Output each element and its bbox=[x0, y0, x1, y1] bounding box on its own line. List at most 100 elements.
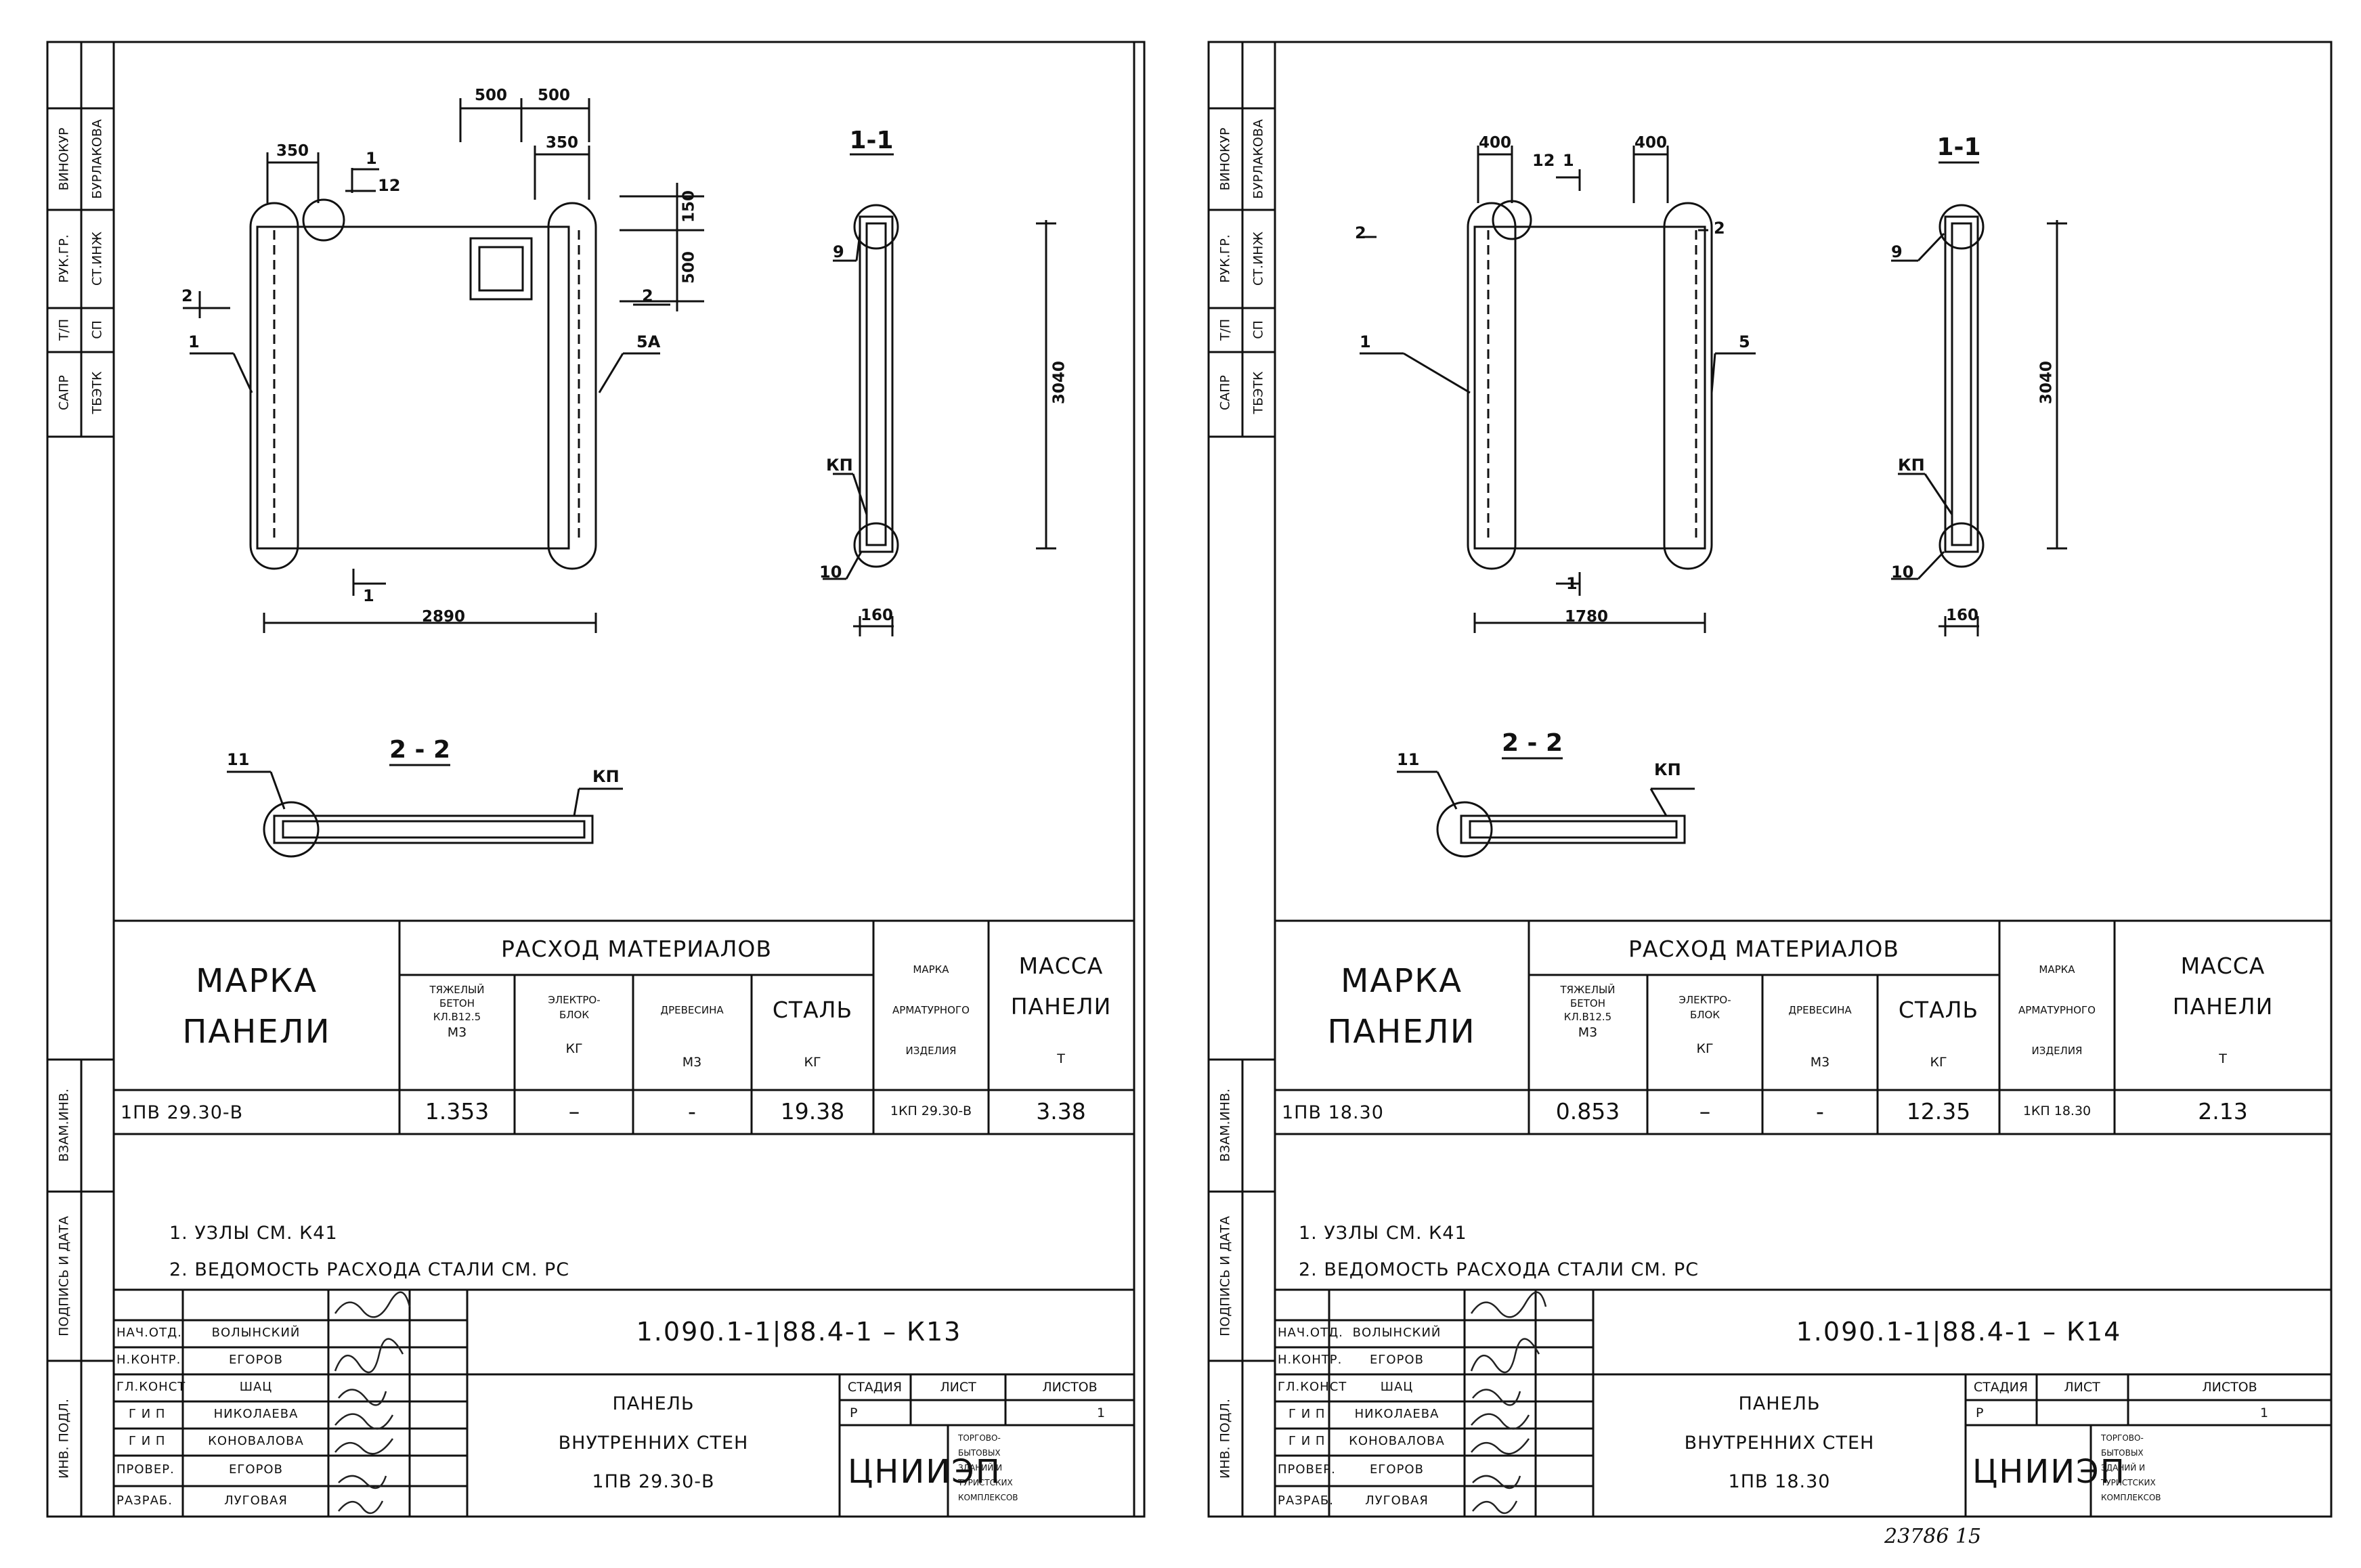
section-mark-2-right: 2 bbox=[642, 286, 653, 305]
stamp-sheets-header: ЛИСТОВ bbox=[1042, 1380, 1098, 1395]
table-cell-mass: 3.38 bbox=[1036, 1098, 1086, 1125]
staff-name: ВОЛЫНСКИЙ bbox=[1352, 1326, 1442, 1340]
section-mark-1-bottom: 1 bbox=[1566, 574, 1578, 593]
staff-role: Н.КОНТР. bbox=[1278, 1353, 1343, 1367]
table-header-materials: РАСХОД МАТЕРИАЛОВ bbox=[500, 936, 773, 962]
table-col-mass: Т bbox=[1057, 1051, 1065, 1066]
section-1-1-title: 1-1 bbox=[1936, 133, 1981, 161]
table-col-concrete: БЕТОН bbox=[1569, 997, 1606, 1009]
strip-top-cell: САПР bbox=[1217, 374, 1233, 411]
table-col-concrete: М3 bbox=[447, 1025, 467, 1040]
strip-top-cell: Т/П bbox=[56, 318, 72, 341]
dim-width: 2890 bbox=[421, 608, 466, 626]
staff-name: НИКОЛАЕВА bbox=[213, 1407, 299, 1421]
dim-right-edge: 400 bbox=[1634, 134, 1668, 152]
title-line: ВНУТРЕННИХ СТЕН bbox=[1684, 1433, 1875, 1454]
dim-height: 3040 bbox=[1050, 360, 1068, 405]
table-header-mark: ПАНЕЛИ bbox=[182, 1013, 331, 1051]
table-col-mass: МАССА bbox=[1018, 953, 1104, 979]
strip-bottom-cell: ВЗАМ.ИНВ. bbox=[56, 1088, 72, 1162]
note-1: 1. УЗЛЫ СМ. К41 bbox=[169, 1223, 338, 1244]
strip-top-cell: СП bbox=[89, 320, 105, 339]
organization-note: БЫТОВЫХ bbox=[2101, 1448, 2144, 1458]
staff-role: НАЧ.ОТД. bbox=[1278, 1326, 1343, 1340]
strip-top-cell: РУК.ГР. bbox=[1217, 234, 1233, 283]
table-cell-concrete: 1.353 bbox=[425, 1098, 490, 1125]
table-col-arm: МАРКА bbox=[2039, 963, 2075, 976]
table-col-mass: Т bbox=[2219, 1051, 2227, 1066]
strip-bottom-cell: ИНВ. ПОДЛ. bbox=[56, 1398, 72, 1479]
stamp-sheets-header: ЛИСТОВ bbox=[2202, 1380, 2257, 1395]
staff-name: ЛУГОВАЯ bbox=[224, 1494, 288, 1508]
staff-role: Г И П bbox=[1288, 1434, 1326, 1448]
table-col-steel: КГ bbox=[1930, 1055, 1947, 1070]
organization-note: ТОРГОВО- bbox=[958, 1433, 1001, 1443]
title-line: ПАНЕЛЬ bbox=[612, 1393, 695, 1414]
section-mark-2: 2 bbox=[181, 286, 193, 305]
staff-role: ГЛ.КОНСТ bbox=[116, 1380, 186, 1394]
organization-name: ЦНИИЭП bbox=[848, 1453, 1001, 1491]
strip-top-cell: РУК.ГР. bbox=[56, 234, 72, 283]
note-2: 2. ВЕДОМОСТЬ РАСХОДА СТАЛИ СМ. РС bbox=[1299, 1259, 1699, 1280]
table-col-concrete: ТЯЖЕЛЫЙ bbox=[1560, 984, 1616, 996]
title-line: 1ПВ 18.30 bbox=[1728, 1471, 1831, 1492]
table-cell-block: – bbox=[1699, 1098, 1711, 1125]
staff-role: Г И П bbox=[129, 1434, 166, 1448]
table-cell-wood: - bbox=[688, 1098, 696, 1125]
label-11: 11 bbox=[227, 750, 250, 769]
sheet-frame-lines bbox=[46, 41, 1146, 1518]
table-col-concrete: КЛ.В12.5 bbox=[433, 1011, 481, 1023]
dim-left-edge: 400 bbox=[1478, 134, 1512, 152]
stamp-sheets-count: 1 bbox=[1097, 1406, 1106, 1420]
table-cell-wood: - bbox=[1816, 1098, 1824, 1125]
strip-top-cell: СП bbox=[1251, 320, 1266, 339]
staff-name: ШАЦ bbox=[239, 1380, 273, 1394]
label-10: 10 bbox=[1891, 563, 1914, 582]
table-cell-steel: 12.35 bbox=[1906, 1098, 1971, 1125]
document-code: 1.090.1-1|88.4-1 – К14 bbox=[1796, 1317, 2122, 1347]
organization-note: ТОРГОВО- bbox=[2101, 1433, 2144, 1443]
strip-bottom-cell: ПОДПИСЬ И ДАТА bbox=[1217, 1216, 1233, 1336]
table-col-steel: КГ bbox=[804, 1055, 821, 1070]
table-col-mass: МАССА bbox=[2180, 953, 2266, 979]
label-5a: 5А bbox=[636, 332, 661, 351]
document-code: 1.090.1-1|88.4-1 – К13 bbox=[636, 1317, 962, 1347]
stamp-sheet-header: ЛИСТ bbox=[940, 1380, 976, 1395]
dim-opening-offset: 150 bbox=[680, 190, 698, 223]
table-cell-mass: 2.13 bbox=[2198, 1098, 2248, 1125]
table-cell-steel: 19.38 bbox=[780, 1098, 845, 1125]
stamp-stage-header: СТАДИЯ bbox=[847, 1380, 903, 1395]
staff-name: КОНОВАЛОВА bbox=[208, 1434, 304, 1448]
stamp-stage-header: СТАДИЯ bbox=[1973, 1380, 2029, 1395]
strip-top-cell: САПР bbox=[56, 374, 72, 411]
dim-top-a: 500 bbox=[474, 87, 508, 104]
label-10: 10 bbox=[819, 563, 842, 582]
staff-role: НАЧ.ОТД. bbox=[116, 1326, 182, 1340]
table-header-mark: ПАНЕЛИ bbox=[1327, 1013, 1476, 1051]
drawing-sheet-right: САПР ТБЭТК Т/П СП РУК.ГР. СТ.ИНЖ ВИНОКУР… bbox=[1180, 0, 2360, 1568]
label-11: 11 bbox=[1397, 750, 1420, 769]
label-9: 9 bbox=[833, 242, 844, 261]
table-cell-block: – bbox=[568, 1098, 580, 1125]
dim-opening-height: 500 bbox=[680, 251, 698, 284]
table-col-block: КГ bbox=[565, 1041, 583, 1056]
label-12: 12 bbox=[1532, 151, 1555, 170]
title-line: 1ПВ 29.30-В bbox=[592, 1471, 715, 1492]
strip-top-cell: БУРЛАКОВА bbox=[89, 119, 105, 199]
strip-top-cell: СТ.ИНЖ bbox=[1251, 232, 1266, 286]
table-col-concrete: БЕТОН bbox=[439, 997, 475, 1009]
strip-top-cell: БУРЛАКОВА bbox=[1251, 119, 1266, 199]
stamp-stage: Р bbox=[1976, 1406, 1984, 1420]
note-1: 1. УЗЛЫ СМ. К41 bbox=[1299, 1223, 1467, 1244]
label-kp: КП bbox=[826, 456, 853, 475]
section-mark-2-right: 2 bbox=[1714, 219, 1725, 238]
table-col-concrete: М3 bbox=[1578, 1025, 1598, 1040]
note-2: 2. ВЕДОМОСТЬ РАСХОДА СТАЛИ СМ. РС bbox=[169, 1259, 570, 1280]
title-line: ПАНЕЛЬ bbox=[1738, 1393, 1821, 1414]
organization-note: ТУРИСТСКИХ bbox=[2101, 1478, 2156, 1487]
dim-right-edge: 350 bbox=[545, 134, 579, 152]
table-col-steel: СТАЛЬ bbox=[1898, 997, 1979, 1023]
strip-top-cell: Т/П bbox=[1217, 318, 1233, 341]
staff-name: КОНОВАЛОВА bbox=[1349, 1434, 1445, 1448]
staff-role: ПРОВЕР. bbox=[1278, 1462, 1336, 1477]
